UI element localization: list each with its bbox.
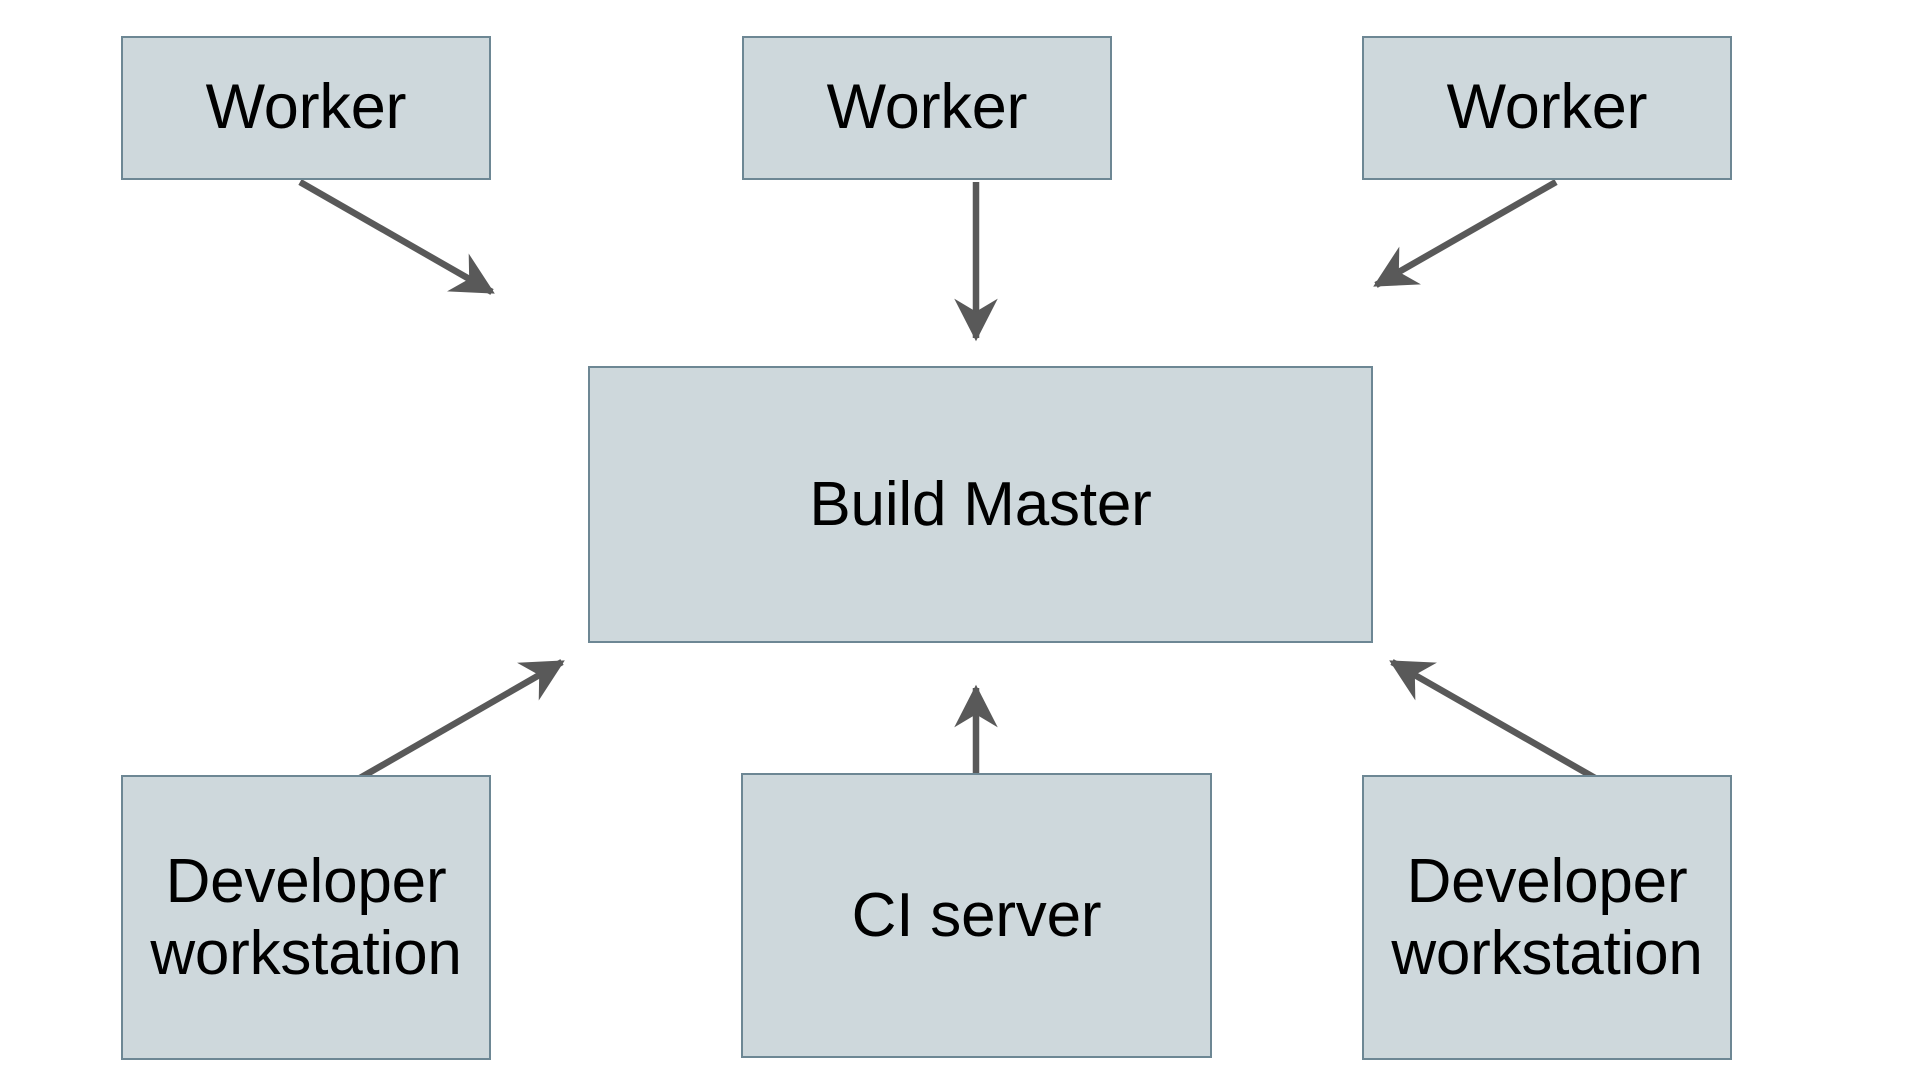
node-ci-server-label: CI server	[851, 880, 1102, 950]
edge-devright-to-master	[1389, 659, 1597, 781]
edge-devleft-to-master	[358, 659, 565, 781]
node-worker-1-label: Worker	[205, 72, 407, 143]
node-worker-3-label: Worker	[1446, 72, 1648, 143]
node-developer-workstation-left[interactable]: Developer workstation	[121, 775, 491, 1060]
edge-worker3-to-master	[1373, 179, 1558, 288]
node-worker-2-label: Worker	[826, 72, 1028, 143]
node-developer-workstation-right[interactable]: Developer workstation	[1362, 775, 1732, 1060]
node-build-master-label: Build Master	[809, 469, 1152, 539]
node-ci-server[interactable]: CI server	[741, 773, 1212, 1058]
node-developer-workstation-right-label: Developer workstation	[1391, 846, 1703, 988]
node-worker-1[interactable]: Worker	[121, 36, 491, 180]
node-build-master[interactable]: Build Master	[588, 366, 1373, 643]
edge-worker1-to-master	[298, 179, 495, 295]
node-developer-workstation-left-label: Developer workstation	[150, 846, 462, 988]
node-worker-2[interactable]: Worker	[742, 36, 1112, 180]
node-worker-3[interactable]: Worker	[1362, 36, 1732, 180]
